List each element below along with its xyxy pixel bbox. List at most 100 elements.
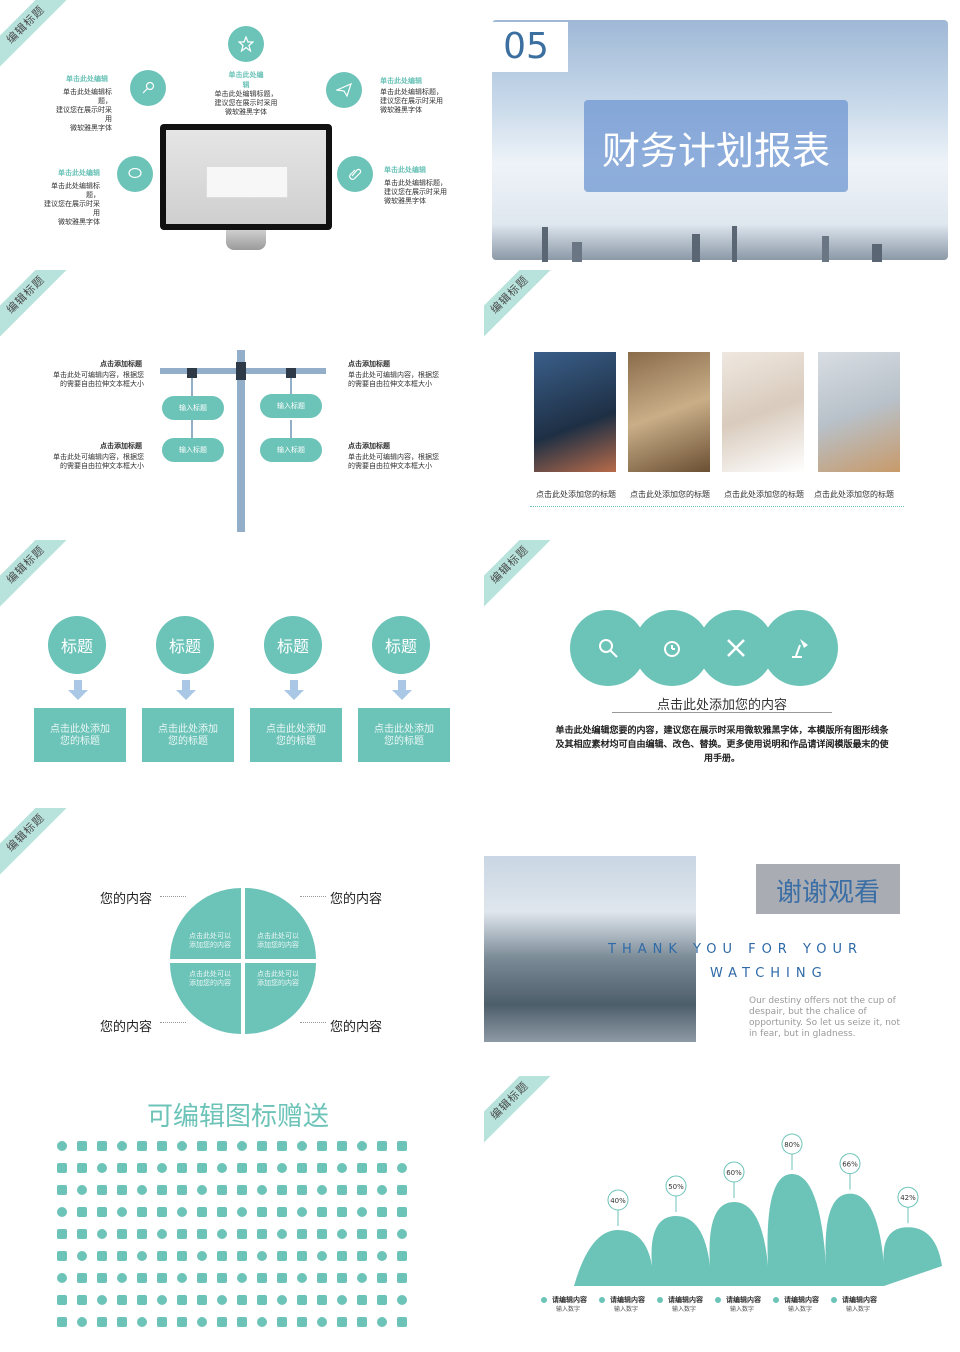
- input-title-pill[interactable]: 输入标题: [162, 438, 224, 462]
- gallery-icon: [317, 1317, 327, 1327]
- gallery-icon: [397, 1273, 407, 1283]
- legend-title: 请编辑内容: [552, 1295, 587, 1304]
- gallery-icon: [197, 1163, 207, 1173]
- slide-8: 谢谢观看 THANK YOU FOR YOUR WATCHING Our des…: [484, 808, 960, 1070]
- gallery-icon: [277, 1185, 287, 1195]
- step-circle: 标题: [372, 616, 430, 674]
- gallery-icon: [257, 1251, 267, 1261]
- text-body: 单击此处可编辑内容，根据您的需要自由拉伸文本框大小: [53, 371, 144, 388]
- legend-dot: [715, 1297, 721, 1303]
- gallery-icon: [57, 1317, 67, 1327]
- gallery-icon: [377, 1251, 387, 1261]
- gallery-icon: [157, 1273, 167, 1283]
- gallery-icon: [237, 1185, 247, 1195]
- input-title-pill[interactable]: 输入标题: [162, 396, 224, 420]
- quadrant-label: 您的内容: [330, 892, 383, 907]
- gallery-icon: [357, 1185, 367, 1195]
- quadrant-text: 点击此处可以添加您的内容: [257, 970, 299, 987]
- legend-dot: [599, 1297, 605, 1303]
- pole-cap: [236, 362, 246, 380]
- gallery-icon: [297, 1317, 307, 1327]
- gallery-icon: [397, 1295, 407, 1305]
- gallery-icon: [357, 1251, 367, 1261]
- gallery-icon: [397, 1207, 407, 1217]
- legend-title: 请编辑内容: [842, 1295, 877, 1304]
- photo-caption: 点击此处添加您的标题: [536, 490, 616, 499]
- gallery-icon: [337, 1163, 347, 1173]
- legend-sub: 输入数字: [730, 1305, 754, 1313]
- input-title-pill[interactable]: 输入标题: [260, 438, 322, 462]
- gallery-icon: [137, 1295, 147, 1305]
- gallery-icon: [217, 1207, 227, 1217]
- text-heading: 点击添加标题: [348, 442, 390, 450]
- gallery-icon: [77, 1163, 87, 1173]
- gallery-icon: [377, 1295, 387, 1305]
- gallery-icon: [77, 1273, 87, 1283]
- gallery-icon: [117, 1229, 127, 1239]
- photo-sleeping-alarm: [722, 352, 804, 472]
- down-arrow-icon: [68, 680, 88, 700]
- quadrant-text: 点击此处可以添加您的内容: [189, 970, 231, 987]
- gallery-icon: [337, 1273, 347, 1283]
- icon-grid: [52, 1136, 452, 1334]
- chat-bubble-icon: [117, 156, 153, 192]
- item-body: 单击此处编辑标题，建议您在展示时采用微软雅黑字体: [214, 90, 278, 116]
- quadrant-label: 您的内容: [100, 892, 153, 907]
- thanks-title-box: [756, 864, 900, 914]
- gallery-icon: [317, 1185, 327, 1195]
- down-arrow-icon: [284, 680, 304, 700]
- gallery-icon: [97, 1317, 107, 1327]
- gallery-icon: [97, 1163, 107, 1173]
- legend-dot: [541, 1297, 547, 1303]
- gallery-icon: [257, 1141, 267, 1151]
- gallery-icon: [197, 1207, 207, 1217]
- gallery-icon: [217, 1185, 227, 1195]
- title-ribbon: 编辑标题: [0, 540, 77, 616]
- gallery-icon: [377, 1229, 387, 1239]
- quadrant-label: 您的内容: [100, 1020, 153, 1035]
- slide-3: 编辑标题 输入标题 输入标题 输入标题 输入标题 点击添加标题 单击此处可编辑内…: [0, 270, 476, 532]
- gallery-icon: [197, 1317, 207, 1327]
- gallery-icon: [397, 1229, 407, 1239]
- item-title: 单击此处编辑: [380, 77, 422, 85]
- legend-sub: 输入数字: [846, 1305, 870, 1313]
- gallery-icon: [117, 1251, 127, 1261]
- gallery-icon: [357, 1163, 367, 1173]
- gallery-icon: [217, 1163, 227, 1173]
- gallery-icon: [117, 1163, 127, 1173]
- gallery-icon: [157, 1229, 167, 1239]
- slide-9: 可编辑图标赠送: [0, 1076, 476, 1346]
- peak-marker: [897, 1186, 919, 1208]
- gallery-icon: [357, 1273, 367, 1283]
- gallery-icon: [57, 1185, 67, 1195]
- gallery-icon: [317, 1273, 327, 1283]
- step-box: 点击此处添加您的标题: [358, 708, 450, 762]
- gallery-icon: [317, 1141, 327, 1151]
- gallery-icon: [157, 1317, 167, 1327]
- gallery-icon: [397, 1185, 407, 1195]
- gallery-icon: [77, 1317, 87, 1327]
- gallery-icon: [137, 1317, 147, 1327]
- legend-title: 请编辑内容: [610, 1295, 645, 1304]
- gallery-icon: [297, 1229, 307, 1239]
- text-body: 单击此处可编辑内容，根据您的需要自由拉伸文本框大小: [348, 371, 439, 388]
- input-title-pill[interactable]: 输入标题: [260, 394, 322, 418]
- item-title: 单击此处编辑: [58, 169, 100, 177]
- gallery-icon: [317, 1229, 327, 1239]
- gallery-icon: [377, 1185, 387, 1195]
- gallery-icon: [97, 1207, 107, 1217]
- gallery-icon: [357, 1317, 367, 1327]
- step-circle: 标题: [156, 616, 214, 674]
- item-body: 单击此处编辑标题，建议您在展示时采用微软雅黑字体: [44, 182, 100, 226]
- gallery-icon: [77, 1141, 87, 1151]
- peak-label: 40%: [610, 1197, 626, 1205]
- magnifier-icon: [570, 610, 646, 686]
- gallery-icon: [117, 1207, 127, 1217]
- legend-dot: [657, 1297, 663, 1303]
- photo-vintage-clock: [628, 352, 710, 472]
- text-heading: 点击添加标题: [100, 360, 142, 368]
- section-number: 05: [484, 22, 568, 72]
- monitor-stand: [226, 230, 266, 250]
- gallery-icon: [257, 1163, 267, 1173]
- gallery-icon: [257, 1273, 267, 1283]
